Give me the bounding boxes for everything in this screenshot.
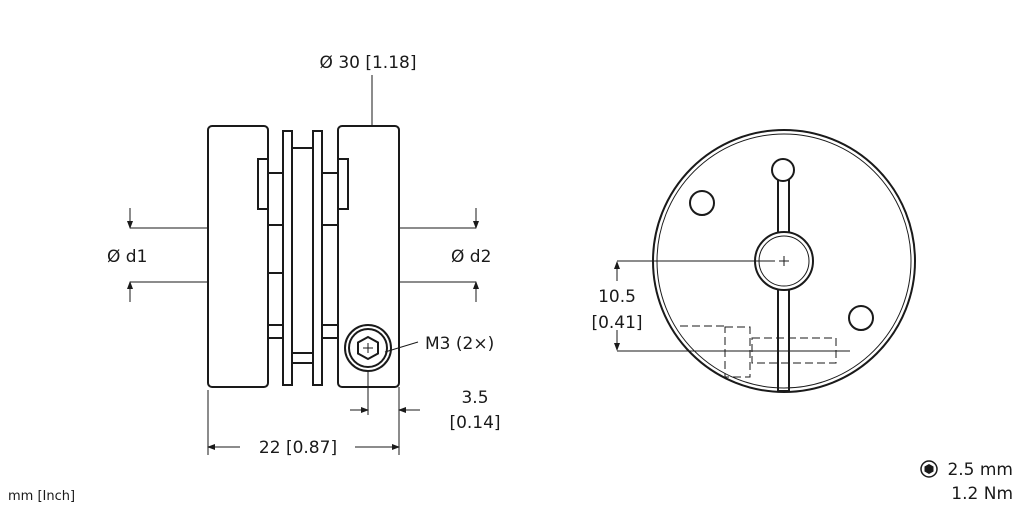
left-hub: [207, 125, 269, 388]
hex-key-icon: [920, 460, 938, 478]
hidden-screw-head: [724, 326, 751, 378]
hex-socket-icon: [357, 335, 379, 361]
screw-label: M3 (2×): [425, 334, 494, 354]
screw-offset-in: [0.14]: [449, 413, 500, 433]
screw-height-in: [0.41]: [591, 313, 642, 333]
screw-offset-mm: 3.5: [461, 388, 488, 408]
screw-height-mm: 10.5: [598, 287, 636, 307]
right-disc-plate: [312, 130, 323, 386]
outer-diameter-label: Ø 30 [1.18]: [320, 53, 417, 73]
slot-end-hole: [771, 158, 795, 182]
right-hub-notch: [337, 158, 349, 210]
bore-d1-label: Ø d1: [107, 247, 147, 267]
tool-size: 2.5 mm: [947, 460, 1013, 480]
mounting-hole: [689, 190, 715, 216]
units-note: mm [Inch]: [8, 489, 75, 504]
length-label: 22 [0.87]: [259, 438, 337, 458]
side-view: Ø 30 [1.18] Ø d1 Ø d2 M3 (2×) 3.5 [0.14]…: [107, 53, 501, 458]
front-view: 10.5 [0.41]: [591, 129, 916, 393]
left-disc-plate: [282, 130, 293, 386]
center-disc: [291, 147, 314, 354]
mounting-hole: [848, 305, 874, 331]
left-hub-notch: [257, 158, 269, 210]
bore-d2-label: Ø d2: [451, 247, 491, 267]
tool-torque: 1.2 Nm: [951, 484, 1013, 504]
